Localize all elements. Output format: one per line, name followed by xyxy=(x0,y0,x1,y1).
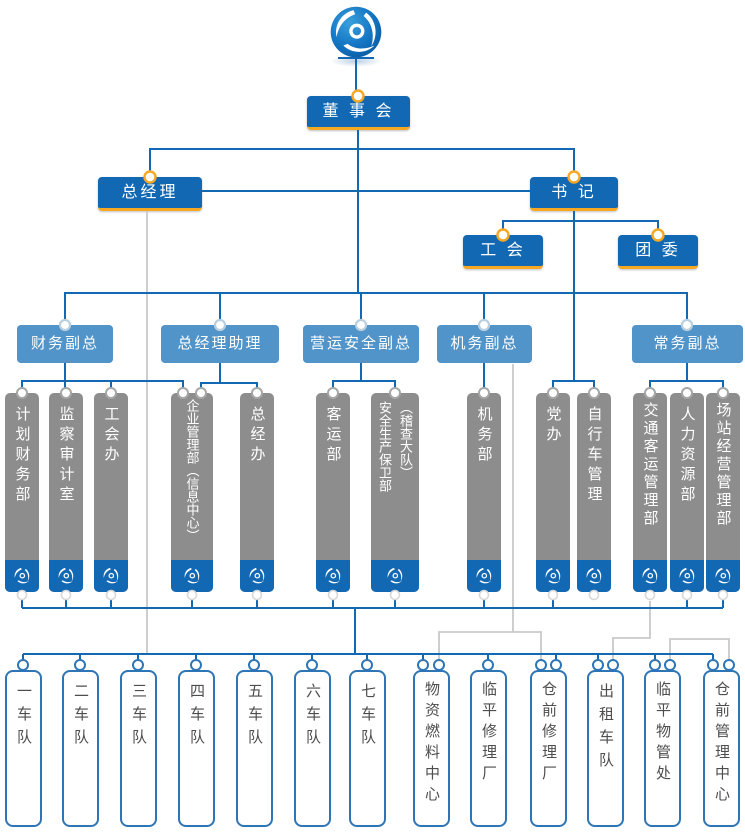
company-logo-icon xyxy=(12,566,32,586)
unit-taxi-fleet: 出租车队 xyxy=(587,670,624,827)
dept-footer xyxy=(371,560,419,592)
unit-cangqian-repair-factory: 仓前修理厂 xyxy=(530,670,567,827)
dept-footer xyxy=(577,560,611,592)
unit-materials-fuel-center: 物资燃料中心 xyxy=(413,670,450,827)
dept-label: 场站经营管理部 xyxy=(714,402,732,528)
unit-fleet-6: 六车队 xyxy=(294,670,331,827)
dept-footer xyxy=(536,560,570,592)
dept-footer xyxy=(316,560,350,592)
unit-label: 一车队 xyxy=(15,683,32,752)
unit-label: 物资燃料中心 xyxy=(423,681,440,807)
company-logo-icon xyxy=(584,566,604,586)
dept-label: 计划财务部 xyxy=(13,406,31,506)
node-vp-finance: 财务副总 xyxy=(17,325,113,363)
dept-general-office: 总经办 xyxy=(240,393,274,592)
dept-footer xyxy=(171,560,213,592)
dept-union-office: 工会办 xyxy=(94,393,128,592)
unit-linping-property-office: 临平物管处 xyxy=(644,670,681,827)
company-logo-icon xyxy=(56,566,76,586)
unit-fleet-2: 二车队 xyxy=(62,670,99,827)
dept-footer xyxy=(5,560,39,592)
node-vp-executive: 常务副总 xyxy=(632,325,743,363)
dept-label: 党办 xyxy=(544,406,562,446)
company-logo-icon xyxy=(640,566,660,586)
dept-label: 自行车管理 xyxy=(585,406,603,506)
dept-label: 总经办 xyxy=(248,406,266,466)
unit-label: 临平物管处 xyxy=(654,681,671,786)
company-logo-icon xyxy=(101,566,121,586)
unit-label: 临平修理厂 xyxy=(480,681,497,786)
unit-label: 出租车队 xyxy=(597,683,614,775)
dept-label: 工会办 xyxy=(102,406,120,466)
company-logo-icon xyxy=(182,566,202,586)
dept-label: 客运部 xyxy=(324,406,342,466)
company-logo-icon xyxy=(385,566,405,586)
unit-label: 六车队 xyxy=(304,683,321,752)
unit-label: 四车队 xyxy=(188,683,205,752)
dept-enterprise-management: 企业管理部（信息中心） xyxy=(171,393,213,592)
node-secretary: 书 记 xyxy=(530,177,618,211)
company-logo-icon xyxy=(677,566,697,586)
company-logo-icon xyxy=(323,566,343,586)
node-vp-machinery: 机务副总 xyxy=(437,325,532,363)
node-vp-operations-safety: 营运安全副总 xyxy=(303,325,419,363)
node-labor-union: 工 会 xyxy=(463,235,543,269)
node-gm-assistant: 总经理助理 xyxy=(161,325,279,363)
dept-planning-finance: 计划财务部 xyxy=(5,393,39,592)
dept-supervision-audit: 监察审计室 xyxy=(49,393,83,592)
dept-traffic-passenger-mgmt: 交通客运管理部 xyxy=(633,393,667,592)
dept-label: 监察审计室 xyxy=(57,406,75,506)
node-general-manager: 总经理 xyxy=(98,177,202,211)
dept-footer xyxy=(633,560,667,592)
dept-bicycle-management: 自行车管理 xyxy=(577,393,611,592)
dept-footer xyxy=(467,560,501,592)
unit-fleet-4: 四车队 xyxy=(178,670,215,827)
unit-label: 二车队 xyxy=(72,683,89,752)
company-logo-icon xyxy=(713,566,733,586)
dept-machinery: 机务部 xyxy=(467,393,501,592)
unit-fleet-1: 一车队 xyxy=(5,670,42,827)
dept-footer xyxy=(706,560,740,592)
unit-label: 仓前修理厂 xyxy=(540,681,557,786)
company-logo-icon xyxy=(247,566,267,586)
dept-passenger-transport: 客运部 xyxy=(316,393,350,592)
node-youth-league: 团 委 xyxy=(618,235,698,269)
unit-fleet-5: 五车队 xyxy=(236,670,273,827)
unit-fleet-3: 三车队 xyxy=(120,670,157,827)
company-logo-icon xyxy=(474,566,494,586)
dept-label-sub: （稽查大队） xyxy=(398,401,413,479)
unit-linping-repair-factory: 临平修理厂 xyxy=(470,670,507,827)
dept-footer xyxy=(49,560,83,592)
unit-label: 五车队 xyxy=(246,683,263,752)
dept-station-operation-mgmt: 场站经营管理部 xyxy=(706,393,740,592)
dept-label: 安全生产保卫部 xyxy=(377,401,392,492)
company-logo-icon xyxy=(543,566,563,586)
company-logo-icon xyxy=(330,6,382,58)
dept-label: 人力资源部 xyxy=(678,406,696,506)
dept-label: 企业管理部（信息中心） xyxy=(184,399,200,542)
dept-label: 机务部 xyxy=(475,406,493,466)
unit-label: 三车队 xyxy=(130,683,147,752)
dept-party-office: 党办 xyxy=(536,393,570,592)
dept-human-resources: 人力资源部 xyxy=(670,393,704,592)
dept-footer xyxy=(670,560,704,592)
unit-label: 仓前管理中心 xyxy=(713,681,730,807)
unit-fleet-7: 七车队 xyxy=(349,670,386,827)
dept-footer xyxy=(94,560,128,592)
dept-footer xyxy=(240,560,274,592)
unit-label: 七车队 xyxy=(359,683,376,752)
dept-label: 交通客运管理部 xyxy=(641,402,659,528)
dept-safety-security: 安全生产保卫部 （稽查大队） xyxy=(371,393,419,592)
node-board-of-directors: 董 事 会 xyxy=(307,96,410,130)
unit-cangqian-mgmt-center: 仓前管理中心 xyxy=(703,670,740,827)
